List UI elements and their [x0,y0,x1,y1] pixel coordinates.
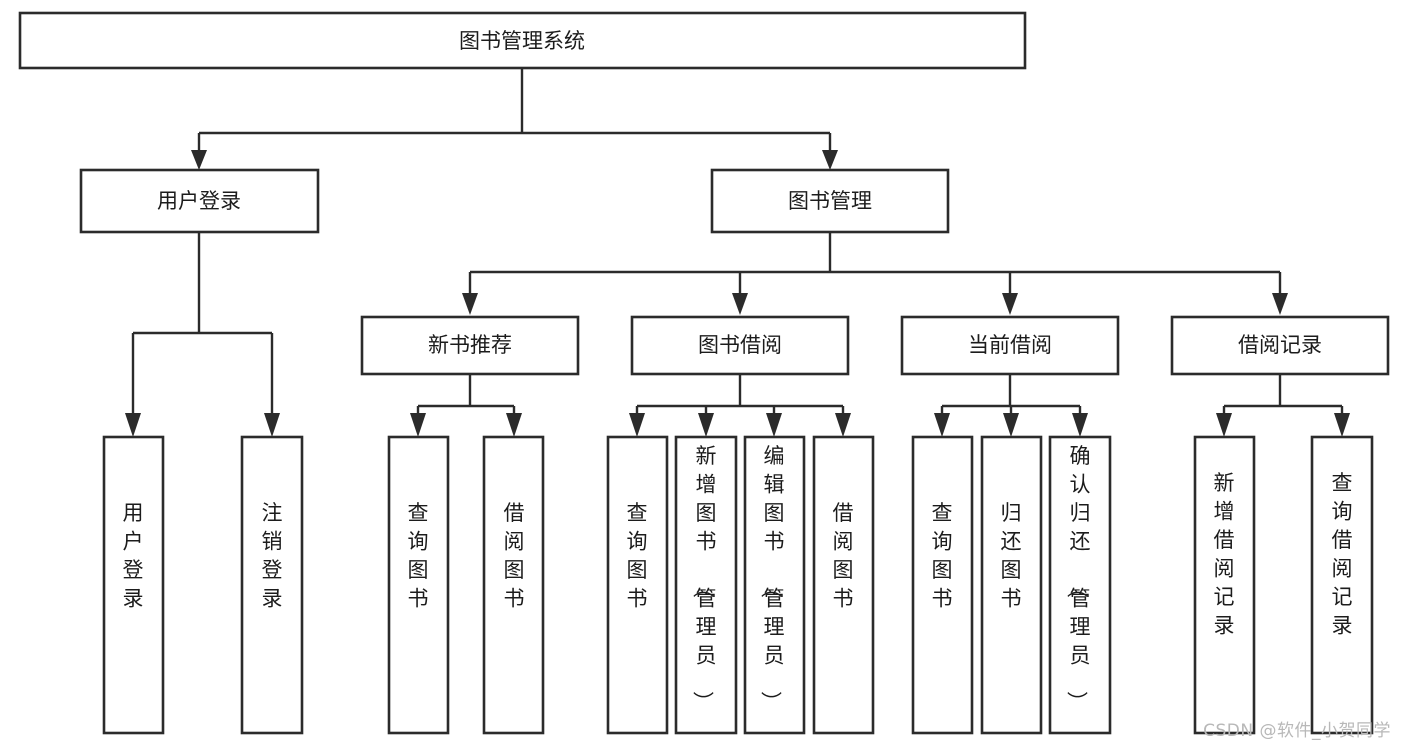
node-leaf-borrow-book-2-label: 借阅图书 [833,501,854,611]
arrow-head-leaf-query-record [1334,413,1350,437]
connector-group-borrow-record [1216,374,1350,437]
arrow-head-leaf-confirm-return [1072,413,1088,437]
node-leaf-add-book-label: 新增图书（管理员） [691,444,717,712]
node-leaf-borrow-book-1[interactable]: 借阅图书 [482,435,545,735]
node-leaf-user-login-label: 用户登录 [123,501,144,611]
node-leaf-borrow-book-2-box[interactable] [812,435,875,735]
connector-group-user-login [125,232,280,437]
arrow-head-leaf-return-book [1003,413,1019,437]
arrow-head-leaf-query-book-3 [934,413,950,437]
node-user-login-box[interactable] [79,168,320,234]
connector-group-current-borrow [934,374,1088,437]
node-leaf-user-login-box[interactable] [102,435,165,735]
arrow-head-to-book-management [822,150,838,170]
node-current-borrow-label: 当前借阅 [968,333,1052,357]
node-user-login[interactable]: 用户登录 [79,168,320,234]
node-leaf-query-record-label: 查询借阅记录 [1332,471,1353,638]
arrow-head-new-book-recommend [462,293,478,315]
node-root-box[interactable] [18,11,1027,70]
arrow-head-leaf-add-book [698,413,714,437]
node-leaf-add-record-box[interactable] [1193,435,1256,735]
connector-group-book-borrow [629,374,851,437]
node-leaf-borrow-book-1-label: 借阅图书 [504,501,525,611]
arrow-head-leaf-query-book-1 [410,413,426,437]
node-book-management-label: 图书管理 [788,189,872,213]
node-leaf-user-login[interactable]: 用户登录 [102,435,165,735]
node-leaf-query-book-1-label: 查询图书 [408,501,429,611]
node-user-login-label: 用户登录 [157,189,241,213]
node-leaf-confirm-return[interactable]: 确认归还（管理员） [1048,435,1112,735]
arrow-head-leaf-borrow-book-2 [835,413,851,437]
node-leaf-borrow-book-1-box[interactable] [482,435,545,735]
node-root-label: 图书管理系统 [459,29,585,53]
arrow-head-book-borrow [732,293,748,315]
arrow-head-to-user-login [191,150,207,170]
node-leaf-add-book[interactable]: 新增图书（管理员） [674,435,738,735]
node-leaf-confirm-return-label: 确认归还（管理员） [1065,444,1091,712]
node-leaf-query-book-3-label: 查询图书 [932,501,953,611]
node-leaf-query-book-3[interactable]: 查询图书 [911,435,974,735]
node-leaf-return-book-label: 归还图书 [1001,501,1022,611]
node-leaf-edit-book-label: 编辑图书（管理员） [759,444,785,712]
node-current-borrow-box[interactable] [900,315,1120,376]
node-leaf-edit-book-box[interactable] [743,435,806,735]
arrow-head-leaf-user-login [125,413,141,437]
node-leaf-return-book[interactable]: 归还图书 [980,435,1043,735]
node-leaf-query-book-1-box[interactable] [387,435,450,735]
node-leaf-query-book-2[interactable]: 查询图书 [606,435,669,735]
node-book-borrow-box[interactable] [630,315,850,376]
node-leaf-logout-login[interactable]: 注销登录 [240,435,304,735]
arrow-head-leaf-edit-book [766,413,782,437]
node-leaf-query-record-box[interactable] [1310,435,1374,735]
node-new-book-recommend[interactable]: 新书推荐 [360,315,580,376]
node-leaf-add-book-box[interactable] [674,435,738,735]
node-leaf-add-record[interactable]: 新增借阅记录 [1193,435,1256,735]
arrow-head-current-borrow [1002,293,1018,315]
node-new-book-recommend-box[interactable] [360,315,580,376]
arrow-head-leaf-add-record [1216,413,1232,437]
arrow-head-leaf-logout-login [264,413,280,437]
node-leaf-confirm-return-box[interactable] [1048,435,1112,735]
arrow-head-leaf-borrow-book-1 [506,413,522,437]
node-leaf-query-book-2-label: 查询图书 [627,501,648,611]
node-book-management[interactable]: 图书管理 [710,168,950,234]
node-current-borrow[interactable]: 当前借阅 [900,315,1120,376]
node-new-book-recommend-label: 新书推荐 [428,333,512,357]
node-leaf-borrow-book-2[interactable]: 借阅图书 [812,435,875,735]
node-leaf-logout-login-box[interactable] [240,435,304,735]
connector-group-book-management [462,232,1288,315]
node-borrow-record-label: 借阅记录 [1238,333,1322,357]
arrow-head-leaf-query-book-2 [629,413,645,437]
node-leaf-query-book-3-box[interactable] [911,435,974,735]
watermark-label: CSDN @软件_小贺同学 [1203,721,1391,741]
node-leaf-edit-book[interactable]: 编辑图书（管理员） [743,435,806,735]
node-root[interactable]: 图书管理系统 [18,11,1027,70]
node-leaf-query-book-1[interactable]: 查询图书 [387,435,450,735]
node-leaf-add-record-label: 新增借阅记录 [1214,471,1235,638]
connector-group-root [191,68,838,170]
node-borrow-record[interactable]: 借阅记录 [1170,315,1390,376]
node-book-borrow-label: 图书借阅 [698,333,782,357]
arrow-head-borrow-record [1272,293,1288,315]
node-leaf-return-book-box[interactable] [980,435,1043,735]
connector-group-new-book-recommend [410,374,522,437]
node-book-borrow[interactable]: 图书借阅 [630,315,850,376]
node-book-management-box[interactable] [710,168,950,234]
node-leaf-query-record[interactable]: 查询借阅记录 [1310,435,1374,735]
node-leaf-logout-login-label: 注销登录 [262,501,283,611]
node-leaf-query-book-2-box[interactable] [606,435,669,735]
node-borrow-record-box[interactable] [1170,315,1390,376]
